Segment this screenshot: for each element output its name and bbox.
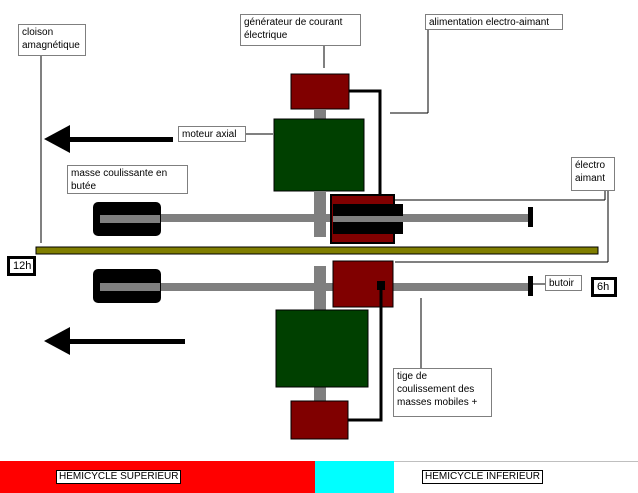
label-alimentation: alimentation electro-aimant bbox=[425, 14, 563, 30]
lower-motor bbox=[275, 309, 369, 388]
lower-axis bbox=[314, 266, 326, 310]
label-electro: électro aimant bbox=[571, 157, 615, 191]
label-6h: 6h bbox=[591, 277, 617, 297]
upper-end-stop bbox=[528, 207, 533, 227]
upper-axis bbox=[314, 191, 326, 237]
lower-generator bbox=[290, 400, 349, 440]
lower-arrow bbox=[44, 327, 185, 355]
lower-wire-terminal bbox=[377, 281, 385, 290]
label-generateur: générateur de courant électrique bbox=[240, 14, 361, 46]
label-moteur: moteur axial bbox=[178, 126, 246, 142]
partition bbox=[35, 246, 599, 255]
label-hemicycle-inferieur: HEMICYCLE INFERIEUR bbox=[422, 470, 544, 484]
label-hemicycle-superieur: HEMICYCLE SUPERIEUR bbox=[56, 470, 182, 484]
label-butoir: butoir bbox=[545, 275, 582, 291]
label-masse: masse coulissante en butée bbox=[67, 165, 188, 194]
upper-motor bbox=[273, 118, 365, 192]
upper-arrow bbox=[44, 125, 173, 153]
lower-end-stop bbox=[528, 276, 533, 296]
label-cloison: cloison amagnétique bbox=[18, 24, 86, 56]
label-tige: tige de coulissement des masses mobiles … bbox=[393, 368, 492, 417]
upper-generator bbox=[290, 73, 350, 110]
label-12h: 12h bbox=[7, 256, 36, 276]
bottom-bar-cyan bbox=[315, 461, 394, 493]
upper-power-wire bbox=[349, 89, 382, 196]
lower-power-wire bbox=[348, 286, 383, 422]
upper-axis-top bbox=[314, 109, 326, 119]
lower-axis-bottom bbox=[314, 387, 326, 401]
